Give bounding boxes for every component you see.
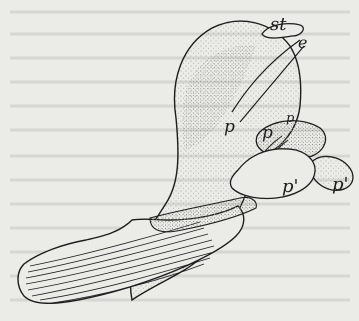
label-st: st [270,14,287,35]
label-p-right: p [262,123,273,143]
label-p-prime-edge: p' [332,174,348,195]
label-p-upper-small: p [286,111,295,126]
label-e: e [298,33,307,52]
label-p-left: p [224,117,235,137]
label-p-prime: p' [282,176,298,197]
